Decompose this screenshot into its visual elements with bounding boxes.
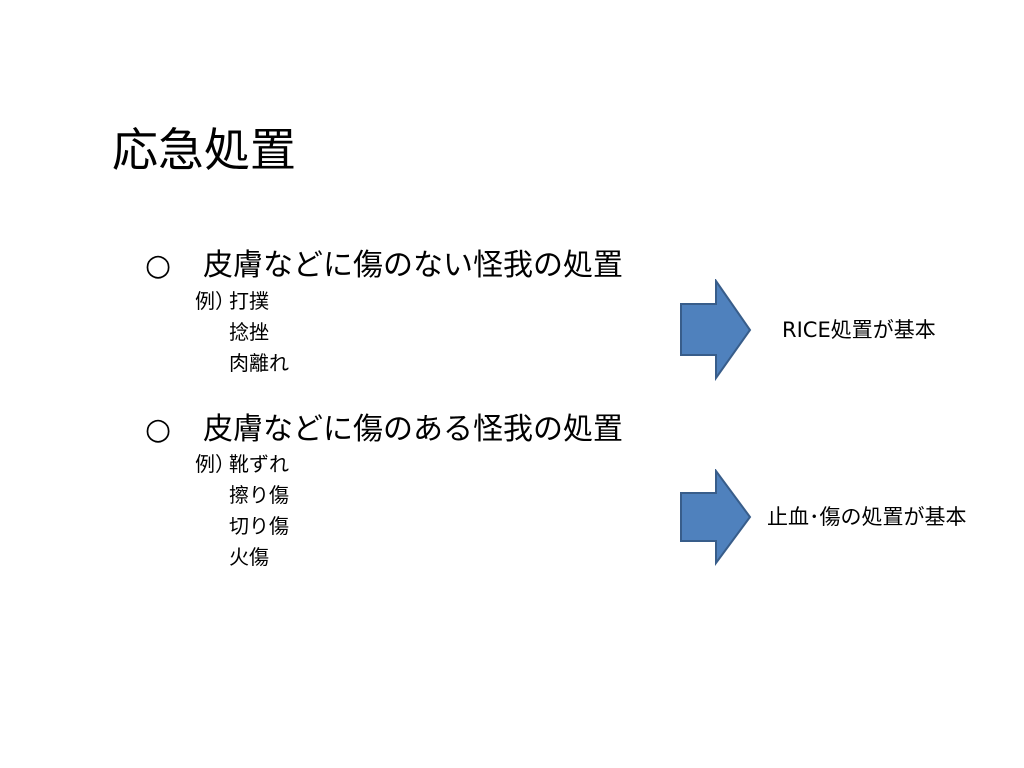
section-heading-with-wound: ○ 皮膚などに傷のある怪我の処置: [145, 410, 623, 450]
list-item: 捻挫: [195, 317, 289, 348]
example-item: 肉離れ: [229, 351, 289, 375]
section-heading-text: 皮膚などに傷のない怪我の処置: [203, 248, 623, 283]
result-text-rice: RICE処置が基本: [782, 318, 936, 342]
list-item: 肉離れ: [195, 348, 289, 379]
example-item: 擦り傷: [229, 483, 289, 507]
example-item: 捻挫: [229, 320, 269, 344]
examples-list-with-wound: 例）靴ずれ 擦り傷 切り傷 火傷: [195, 449, 289, 573]
list-item: 火傷: [195, 542, 289, 573]
example-label: 例）: [195, 452, 235, 476]
list-item: 例）靴ずれ: [195, 449, 289, 480]
bullet-circle: ○: [145, 412, 172, 447]
example-item: 靴ずれ: [229, 452, 289, 476]
example-label: 例）: [195, 289, 235, 313]
right-arrow-icon: [680, 279, 752, 381]
slide-title: 応急処置: [112, 123, 296, 177]
example-item: 切り傷: [229, 514, 289, 538]
bullet-circle: ○: [145, 248, 172, 283]
example-item: 打撲: [229, 289, 269, 313]
list-item: 擦り傷: [195, 480, 289, 511]
example-item: 火傷: [229, 545, 269, 569]
section-heading-text: 皮膚などに傷のある怪我の処置: [203, 412, 623, 447]
section-heading-no-wound: ○ 皮膚などに傷のない怪我の処置: [145, 246, 623, 286]
right-arrow-icon: [680, 469, 752, 566]
examples-list-no-wound: 例）打撲 捻挫 肉離れ: [195, 286, 289, 379]
list-item: 例）打撲: [195, 286, 289, 317]
result-text-hemostasis: 止血･傷の処置が基本: [767, 505, 967, 529]
list-item: 切り傷: [195, 511, 289, 542]
